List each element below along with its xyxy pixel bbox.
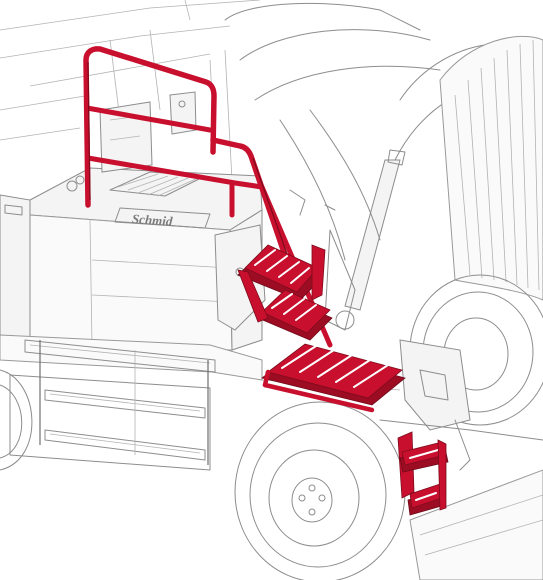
brand-mark: Schmid bbox=[132, 211, 174, 229]
landing-platform bbox=[261, 343, 406, 413]
front-wheel bbox=[234, 401, 406, 580]
handrail bbox=[83, 46, 333, 348]
lower-step bbox=[397, 431, 449, 516]
middle-step bbox=[237, 269, 333, 341]
left-grey-ladder bbox=[24, 339, 216, 465]
upper-step bbox=[237, 244, 326, 301]
